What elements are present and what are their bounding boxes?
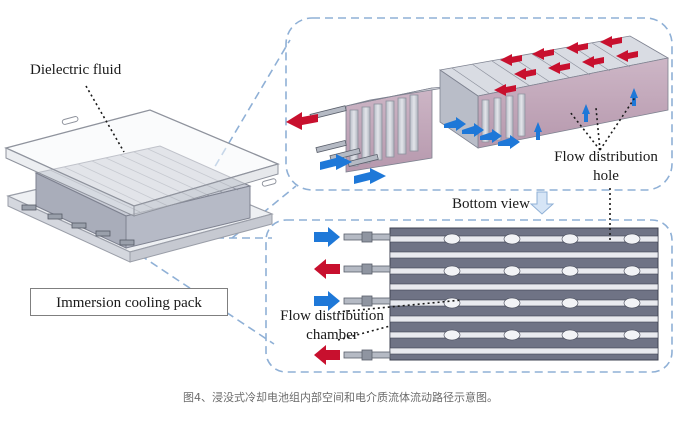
outlet-flow-arrows-top	[286, 36, 638, 130]
inlet-flow-arrows-top	[320, 88, 638, 184]
bottom-view-plate	[389, 227, 659, 361]
detail-frame-bottom	[265, 219, 673, 373]
leader-lines	[85, 85, 637, 341]
flow-hole-label-line1: Flow distribution	[554, 149, 658, 165]
dielectric-fluid-label: Dielectric fluid	[30, 62, 122, 78]
chamber-label-line1: Flow distribution	[280, 308, 384, 324]
immersion-pack-3d	[4, 109, 280, 263]
bottom-pipes	[343, 231, 391, 361]
inlet-arrow-1	[314, 227, 340, 247]
outlet-arrow-1	[314, 259, 340, 279]
pack-label: Immersion cooling pack	[56, 295, 202, 311]
figure-caption: 图4、浸没式冷却电池组内部空间和电介质流体流动路径示意图。	[183, 391, 498, 404]
pack-label-box: Immersion cooling pack	[30, 288, 228, 316]
bottom-view-label: Bottom view	[452, 196, 530, 212]
inlet-arrow-2	[314, 291, 340, 311]
chamber-label-line2: chamber	[306, 327, 358, 343]
down-arrow-icon	[529, 191, 555, 215]
module-front-section	[309, 85, 457, 173]
flow-hole-label-line2: hole	[593, 168, 619, 184]
outlet-arrow-2	[314, 345, 340, 365]
detail-frame-top	[285, 17, 673, 191]
